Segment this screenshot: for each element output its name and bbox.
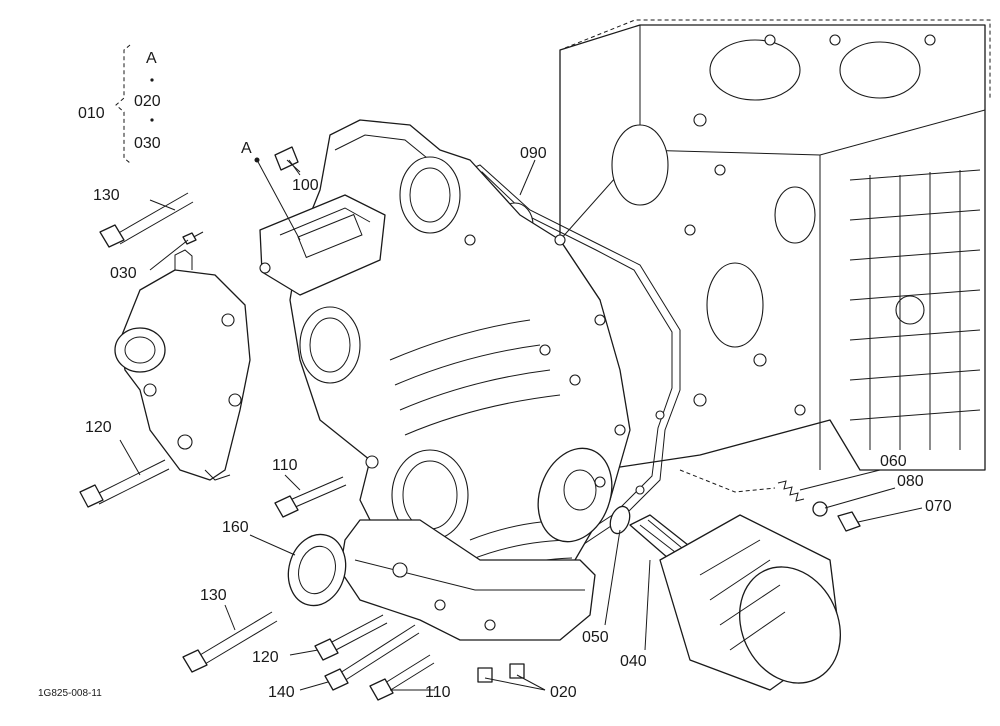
label-050[interactable]: 050 (582, 629, 609, 646)
label-group-member-030[interactable]: 030 (134, 135, 161, 152)
label-090[interactable]: 090 (520, 145, 547, 162)
label-120-left[interactable]: 120 (85, 419, 112, 436)
label-group-member-a[interactable]: A (146, 50, 157, 67)
bolt-130-lower (182, 611, 278, 673)
relief-valve-parts (679, 469, 861, 532)
oil-seal-160 (287, 533, 347, 607)
label-030[interactable]: 030 (110, 265, 137, 282)
label-110-upper[interactable]: 110 (272, 457, 298, 474)
bolt-100 (274, 146, 301, 173)
engine-block (559, 19, 991, 471)
label-130-lower[interactable]: 130 (200, 587, 227, 604)
label-group-member-020[interactable]: 020 (134, 93, 161, 110)
label-140[interactable]: 140 (268, 684, 295, 701)
label-080[interactable]: 080 (897, 473, 924, 490)
label-040[interactable]: 040 (620, 653, 647, 670)
label-120-bottom[interactable]: 120 (252, 649, 279, 666)
bolt-120-left (79, 459, 170, 508)
drawing-code: 1G825-008-11 (38, 688, 102, 699)
oil-filter-assembly (537, 447, 842, 691)
bolt-120-bottom (314, 614, 388, 661)
group-010-brace (115, 44, 154, 164)
bolt-110-lower (369, 654, 435, 701)
label-100[interactable]: 100 (292, 177, 319, 194)
label-010[interactable]: 010 (78, 105, 105, 122)
water-pump (114, 249, 251, 481)
label-160[interactable]: 160 (222, 519, 249, 536)
thermostat-housing (259, 194, 386, 296)
bolt-130-upper (99, 192, 194, 248)
bolt-110-upper (274, 476, 347, 518)
leader-lines (119, 157, 923, 691)
part-labels: 010 A 020 030 A 130 100 090 030 120 110 … (38, 50, 952, 701)
lower-cover (339, 519, 596, 641)
label-070[interactable]: 070 (925, 498, 952, 515)
callout-a[interactable]: A (241, 140, 252, 157)
label-130-upper[interactable]: 130 (93, 187, 120, 204)
bolt-140 (324, 624, 420, 691)
label-020[interactable]: 020 (550, 684, 577, 701)
label-110-lower[interactable]: 110 (425, 684, 451, 701)
label-060[interactable]: 060 (880, 453, 907, 470)
plugs-020 (477, 663, 525, 683)
